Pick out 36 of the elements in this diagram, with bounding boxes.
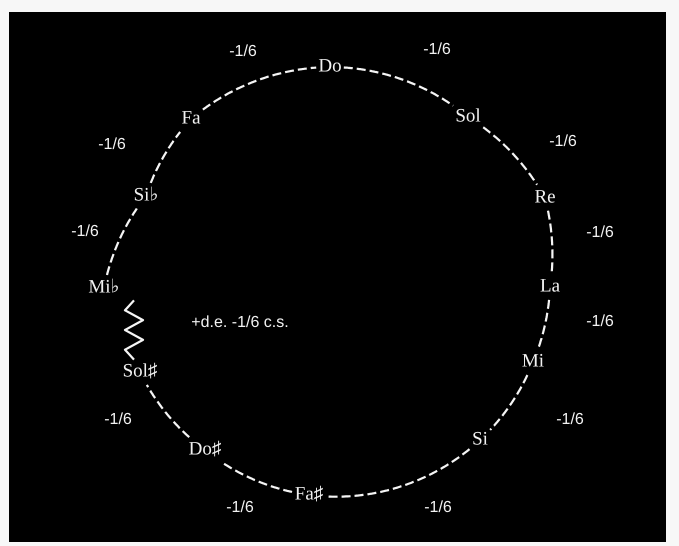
edge-label: -1/6 (104, 411, 132, 429)
edge-label: -1/6 (71, 223, 99, 241)
dashed-arc (326, 448, 470, 498)
edge-label: -1/6 (226, 499, 254, 517)
edge-label: -1/6 (586, 313, 614, 331)
note-name: Mi (522, 352, 544, 372)
note-name: Re (534, 188, 556, 208)
dashed-arc (489, 374, 528, 431)
dashed-arc (222, 462, 292, 494)
edge-label: -1/6 (424, 499, 452, 517)
edge-label: -1/6 (98, 136, 126, 154)
dashed-arc (536, 300, 550, 350)
dashed-arc (150, 131, 182, 184)
edge-label: -1/6 (423, 41, 451, 59)
edge-label: -1/6 (556, 411, 584, 429)
note-name: Sol (455, 106, 481, 128)
dashed-arc (546, 210, 554, 274)
dashed-arc (344, 66, 454, 107)
dashed-arc (482, 126, 538, 186)
note-name: La (540, 276, 560, 298)
note-name: Si (472, 430, 488, 450)
dashed-arc (146, 384, 190, 438)
note-name: Si♭ (134, 186, 158, 206)
dashed-arc (106, 208, 138, 276)
note-name: Mi♭ (88, 278, 120, 298)
dashed-arc (202, 66, 316, 110)
note-name: Do♯ (188, 440, 222, 460)
edge-label: -1/6 (229, 43, 257, 61)
edge-label: -1/6 (586, 224, 614, 242)
note-name: Sol♯ (122, 362, 158, 382)
note-name: Fa♯ (294, 484, 324, 506)
zigzag-line (124, 300, 144, 360)
edge-label: -1/6 (549, 133, 577, 151)
edge-label: +d.e. -1/6 c.s. (191, 314, 289, 332)
note-name: Do (318, 56, 342, 78)
note-name: Fa (182, 108, 200, 130)
